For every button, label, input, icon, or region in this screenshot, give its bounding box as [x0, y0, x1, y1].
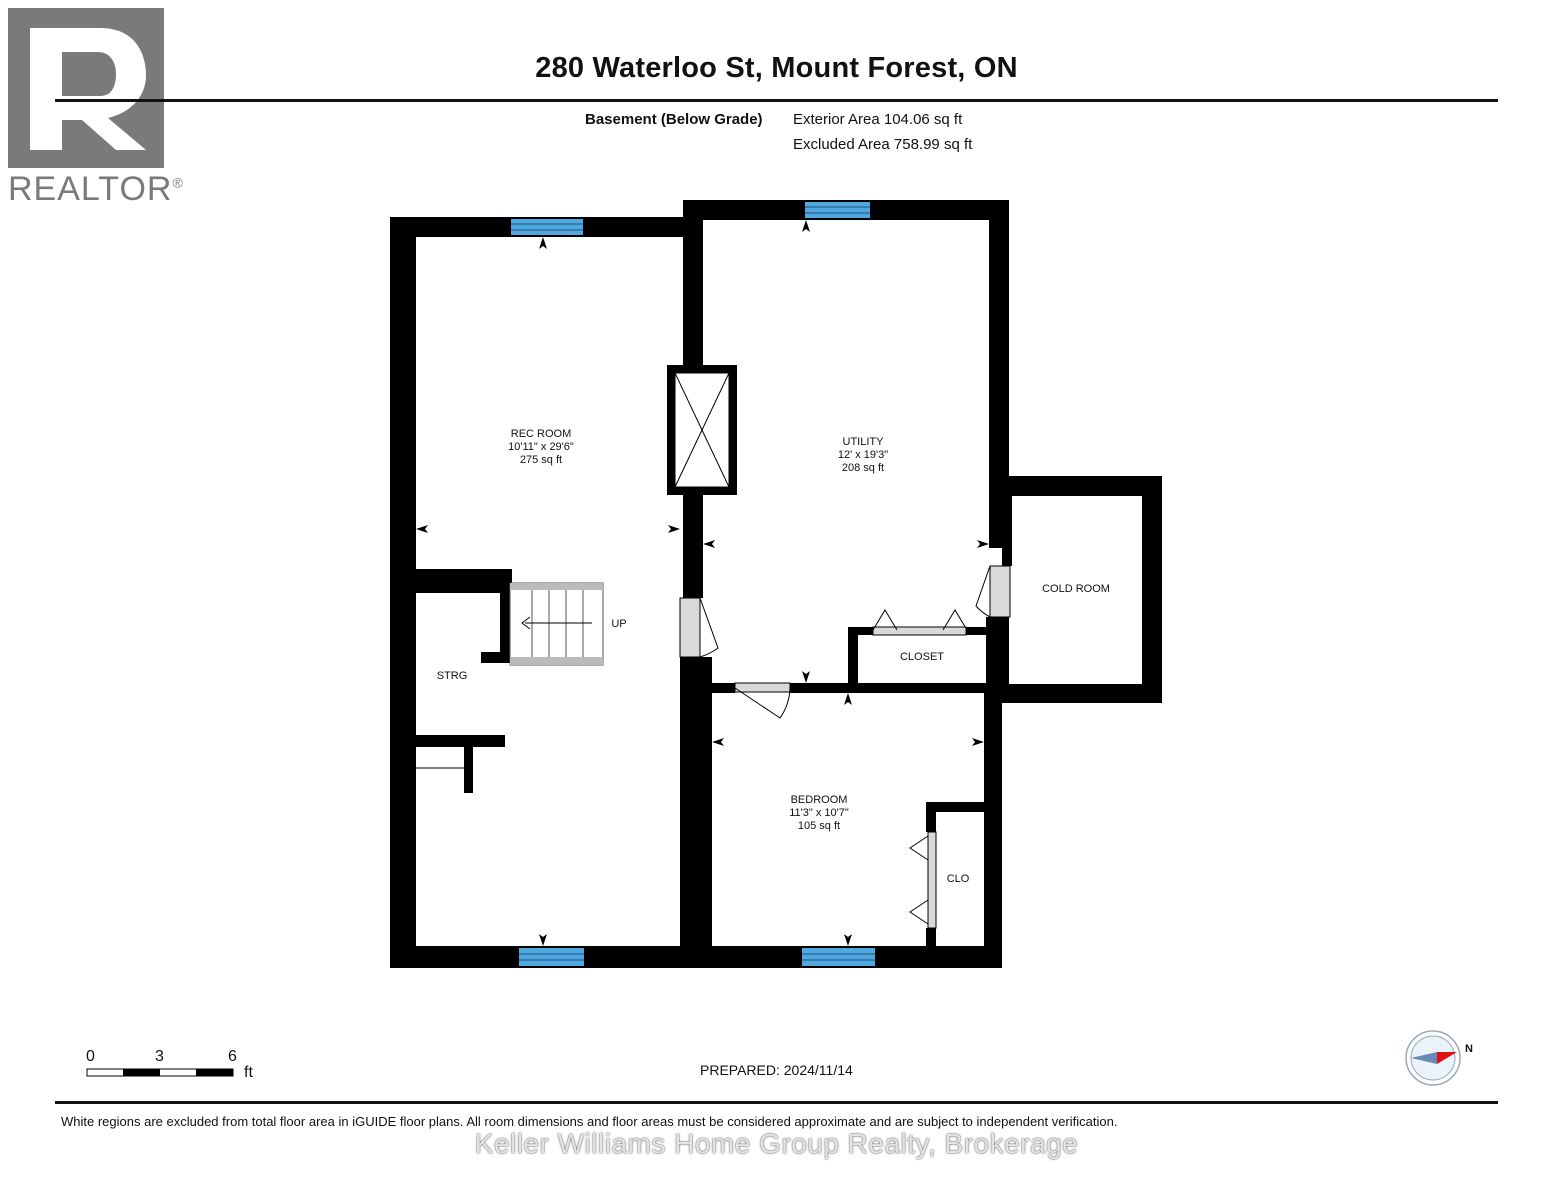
wall: [408, 735, 505, 747]
room-cold-room: COLD ROOM: [1042, 583, 1110, 595]
stairs-up-label: UP: [611, 618, 627, 630]
window: [519, 948, 584, 966]
header-rule: [55, 99, 1498, 102]
doors: [679, 565, 1011, 929]
wall: [683, 200, 703, 365]
room-dims: 10'11" x 29'6": [508, 441, 574, 453]
room-closet: CLOSET: [899, 651, 944, 663]
wall: [989, 200, 1009, 548]
room-name: UTILITY: [842, 436, 884, 448]
door: [927, 831, 937, 929]
realtor-logo: REALTOR®: [0, 0, 185, 210]
stairs: [509, 582, 604, 666]
scale-unit: ft: [244, 1064, 253, 1081]
wall: [1002, 476, 1162, 496]
wall: [986, 617, 1009, 687]
dimension-arrows: [416, 220, 989, 946]
wall: [700, 683, 735, 693]
page-title: 280 Waterloo St, Mount Forest, ON: [535, 52, 1018, 84]
room-rec-room: REC ROOM 10'11" x 29'6" 275 sq ft: [481, 428, 601, 467]
wall: [408, 569, 416, 949]
scale-tick-0: 0: [86, 1048, 95, 1065]
exterior-area: Exterior Area 104.06 sq ft: [793, 111, 963, 128]
wall: [848, 627, 858, 687]
footer-rule: [55, 1101, 1498, 1104]
wall: [926, 802, 936, 832]
room-area: 275 sq ft: [519, 454, 563, 466]
door: [989, 565, 1011, 618]
door: [679, 597, 701, 658]
wall: [408, 569, 512, 593]
door: [734, 682, 791, 693]
watermark: Keller Williams Home Group Realty, Broke…: [474, 1128, 1079, 1159]
window: [805, 202, 870, 218]
wall: [848, 627, 873, 635]
disclaimer: White regions are excluded from total fl…: [61, 1114, 1118, 1129]
door: [872, 626, 967, 636]
wall: [680, 657, 712, 957]
scale-tick-6: 6: [228, 1048, 237, 1065]
realtor-r-icon: [8, 8, 164, 168]
wall: [481, 652, 512, 663]
windows: [511, 202, 875, 966]
room-clo: CLO: [946, 873, 970, 885]
compass-north-label: N: [1465, 1043, 1473, 1055]
wall: [1002, 684, 1162, 703]
wall: [926, 928, 936, 948]
room-name: BEDROOM: [790, 794, 848, 806]
room-bedroom: BEDROOM 11'3" x 10'7" 105 sq ft: [759, 794, 879, 833]
room-name: REC ROOM: [510, 428, 572, 440]
wall: [464, 745, 473, 793]
scale-tick-3: 3: [155, 1048, 164, 1065]
room-dims: 11'3" x 10'7": [789, 807, 849, 819]
window: [802, 948, 875, 966]
room-area: 208 sq ft: [841, 462, 885, 474]
wall: [790, 683, 990, 693]
wall: [1002, 476, 1012, 566]
window: [511, 219, 583, 235]
wall: [500, 590, 512, 652]
room-utility: UTILITY 12' x 19'3" 208 sq ft: [803, 436, 923, 475]
realtor-wordmark: REALTOR®: [8, 170, 184, 208]
wall: [984, 683, 1002, 968]
level-label: Basement (Below Grade): [585, 111, 763, 128]
prepared-date: PREPARED: 2024/11/14: [700, 1062, 853, 1078]
compass-icon: [1405, 1030, 1461, 1086]
wall: [1142, 476, 1162, 703]
excluded-area: Excluded Area 758.99 sq ft: [793, 136, 973, 153]
room-dims: 12' x 19'3": [837, 449, 889, 461]
room-strg: STRG: [436, 670, 468, 682]
room-area: 105 sq ft: [797, 820, 841, 832]
wall: [683, 495, 703, 598]
wall: [926, 802, 986, 812]
scale-bar: [86, 1068, 234, 1077]
